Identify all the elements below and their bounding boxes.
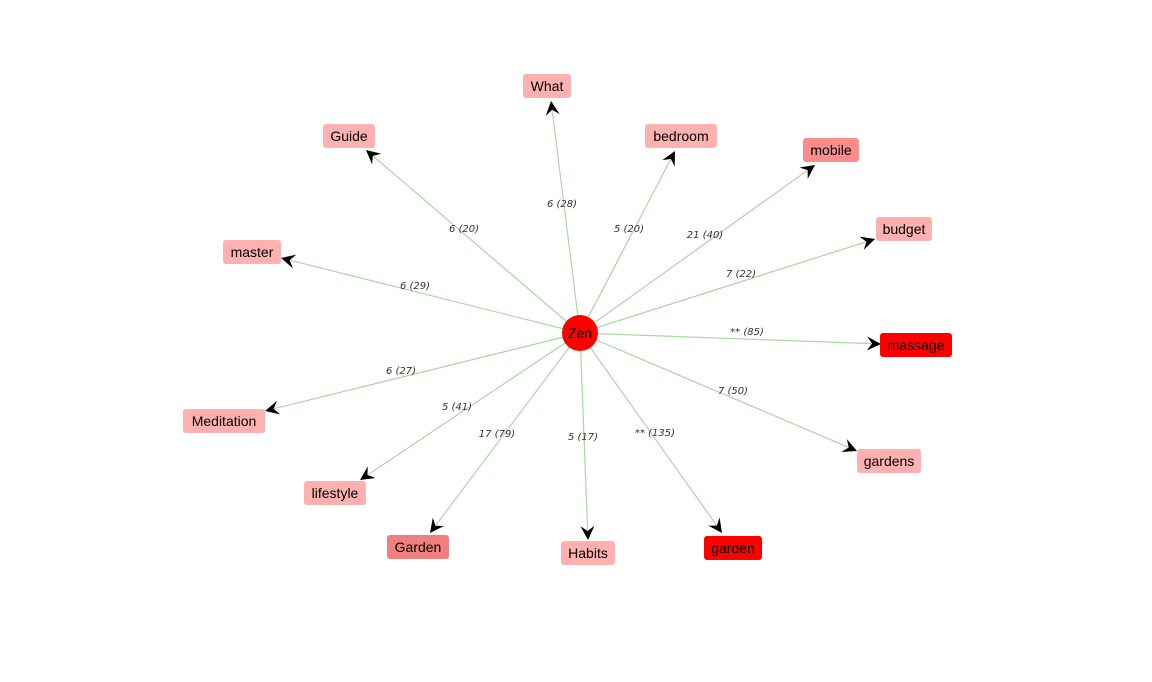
edge-label-bedroom: 5 (20) [614, 224, 644, 235]
arrow-head-guide [366, 150, 382, 165]
arrow-head-bedroom [662, 151, 675, 167]
edge-label-budget: 7 (22) [726, 269, 756, 280]
arrow-head-budget [859, 236, 875, 250]
arrow-head-massage [866, 336, 881, 351]
edge-garden [435, 332, 581, 526]
node-garden[interactable]: garden [704, 536, 762, 560]
node-label-what: What [531, 78, 564, 94]
edge-label-what: 6 (28) [547, 199, 577, 210]
nodes-layer: What bedroom mobile budget massage gardens gar… [183, 74, 952, 565]
node-gardens[interactable]: gardens [857, 449, 921, 473]
node-label-gardens: gardens [864, 453, 915, 469]
edge-label-lifestyle: 5 (41) [442, 402, 472, 413]
node-label-mobile: mobile [810, 142, 851, 158]
node-guide[interactable]: Guide [323, 124, 375, 148]
edge-mobile [579, 170, 808, 334]
node-box-budget[interactable] [876, 217, 932, 241]
edge-label-guide: 6 (20) [449, 224, 479, 235]
edges-layer: 6 (28) 5 (20) 21 (40) 7 (22) ** (85) 7 (50) **… [265, 101, 881, 540]
node-massage[interactable]: massage [880, 333, 952, 357]
arrow-head-gardens [841, 439, 857, 452]
edge-label-mobile: 21 (40) [687, 230, 723, 241]
node-label-massage: massage [888, 337, 945, 353]
arrow-head-what [545, 101, 560, 116]
edge-label-master: 6 (29) [400, 281, 430, 292]
node-box-bedroom[interactable] [645, 124, 717, 148]
arrow-head-lifestyle [360, 466, 376, 480]
node-label-budget: budget [883, 221, 926, 237]
edge-master [290, 259, 581, 334]
node-budget[interactable]: budget [876, 217, 932, 241]
edge-bedroom [579, 159, 671, 334]
node-box-massage[interactable] [880, 333, 952, 357]
edge-gardens [579, 332, 849, 448]
node-what[interactable]: What [523, 74, 571, 98]
edge-label-massage: ** (85) [730, 327, 764, 338]
node-label-master: master [231, 244, 274, 260]
node-box-garden[interactable] [704, 536, 762, 560]
edge-label-garden: ** (135) [635, 428, 675, 439]
node-box-lifestyle[interactable] [304, 481, 366, 505]
arrow-head-garden [708, 517, 722, 533]
arrow-head-mobile [799, 165, 815, 179]
node-box-gardens[interactable] [857, 449, 921, 473]
edge-what [551, 110, 581, 334]
edge-meditation [274, 332, 581, 410]
edge-massage [579, 332, 872, 345]
edge-label-gardens: 7 (50) [718, 386, 748, 397]
center-node[interactable]: Zen [562, 315, 598, 351]
node-label-guide: Guide [330, 128, 368, 144]
node-box-guide[interactable] [323, 124, 375, 148]
node-mobile[interactable]: mobile [803, 138, 859, 162]
edge-budget [579, 241, 866, 334]
node-bedroom[interactable]: bedroom [645, 124, 717, 148]
edge-garden [579, 332, 717, 526]
edge-habits [579, 332, 589, 531]
edge-label-habits: 5 (17) [568, 432, 598, 443]
edge-label-meditation: 6 (27) [386, 366, 416, 377]
node-label-meditation: Meditation [192, 413, 257, 429]
node-garden[interactable]: Garden [387, 535, 449, 559]
arrow-head-habits [580, 525, 595, 540]
arrow-head-meditation [265, 400, 281, 415]
node-habits[interactable]: Habits [561, 541, 615, 565]
node-lifestyle[interactable]: lifestyle [304, 481, 366, 505]
node-box-what[interactable] [523, 74, 571, 98]
node-label-bedroom: bedroom [653, 128, 708, 144]
node-label-lifestyle: lifestyle [312, 485, 359, 501]
center-node-circle[interactable] [562, 315, 598, 351]
arrow-head-garden [430, 517, 444, 533]
node-box-garden[interactable] [387, 535, 449, 559]
node-master[interactable]: master [223, 240, 281, 264]
node-label-habits: Habits [568, 545, 608, 561]
node-box-habits[interactable] [561, 541, 615, 565]
edge-guide [373, 156, 581, 334]
center-node-label: Zen [568, 325, 592, 341]
node-box-mobile[interactable] [803, 138, 859, 162]
arrow-head-master [281, 254, 297, 269]
edge-lifestyle [367, 332, 581, 475]
node-box-meditation[interactable] [183, 409, 265, 433]
edge-label-garden: 17 (79) [479, 429, 515, 440]
node-label-garden: Garden [395, 539, 442, 555]
node-box-master[interactable] [223, 240, 281, 264]
node-label-garden: garden [711, 540, 755, 556]
node-meditation[interactable]: Meditation [183, 409, 265, 433]
